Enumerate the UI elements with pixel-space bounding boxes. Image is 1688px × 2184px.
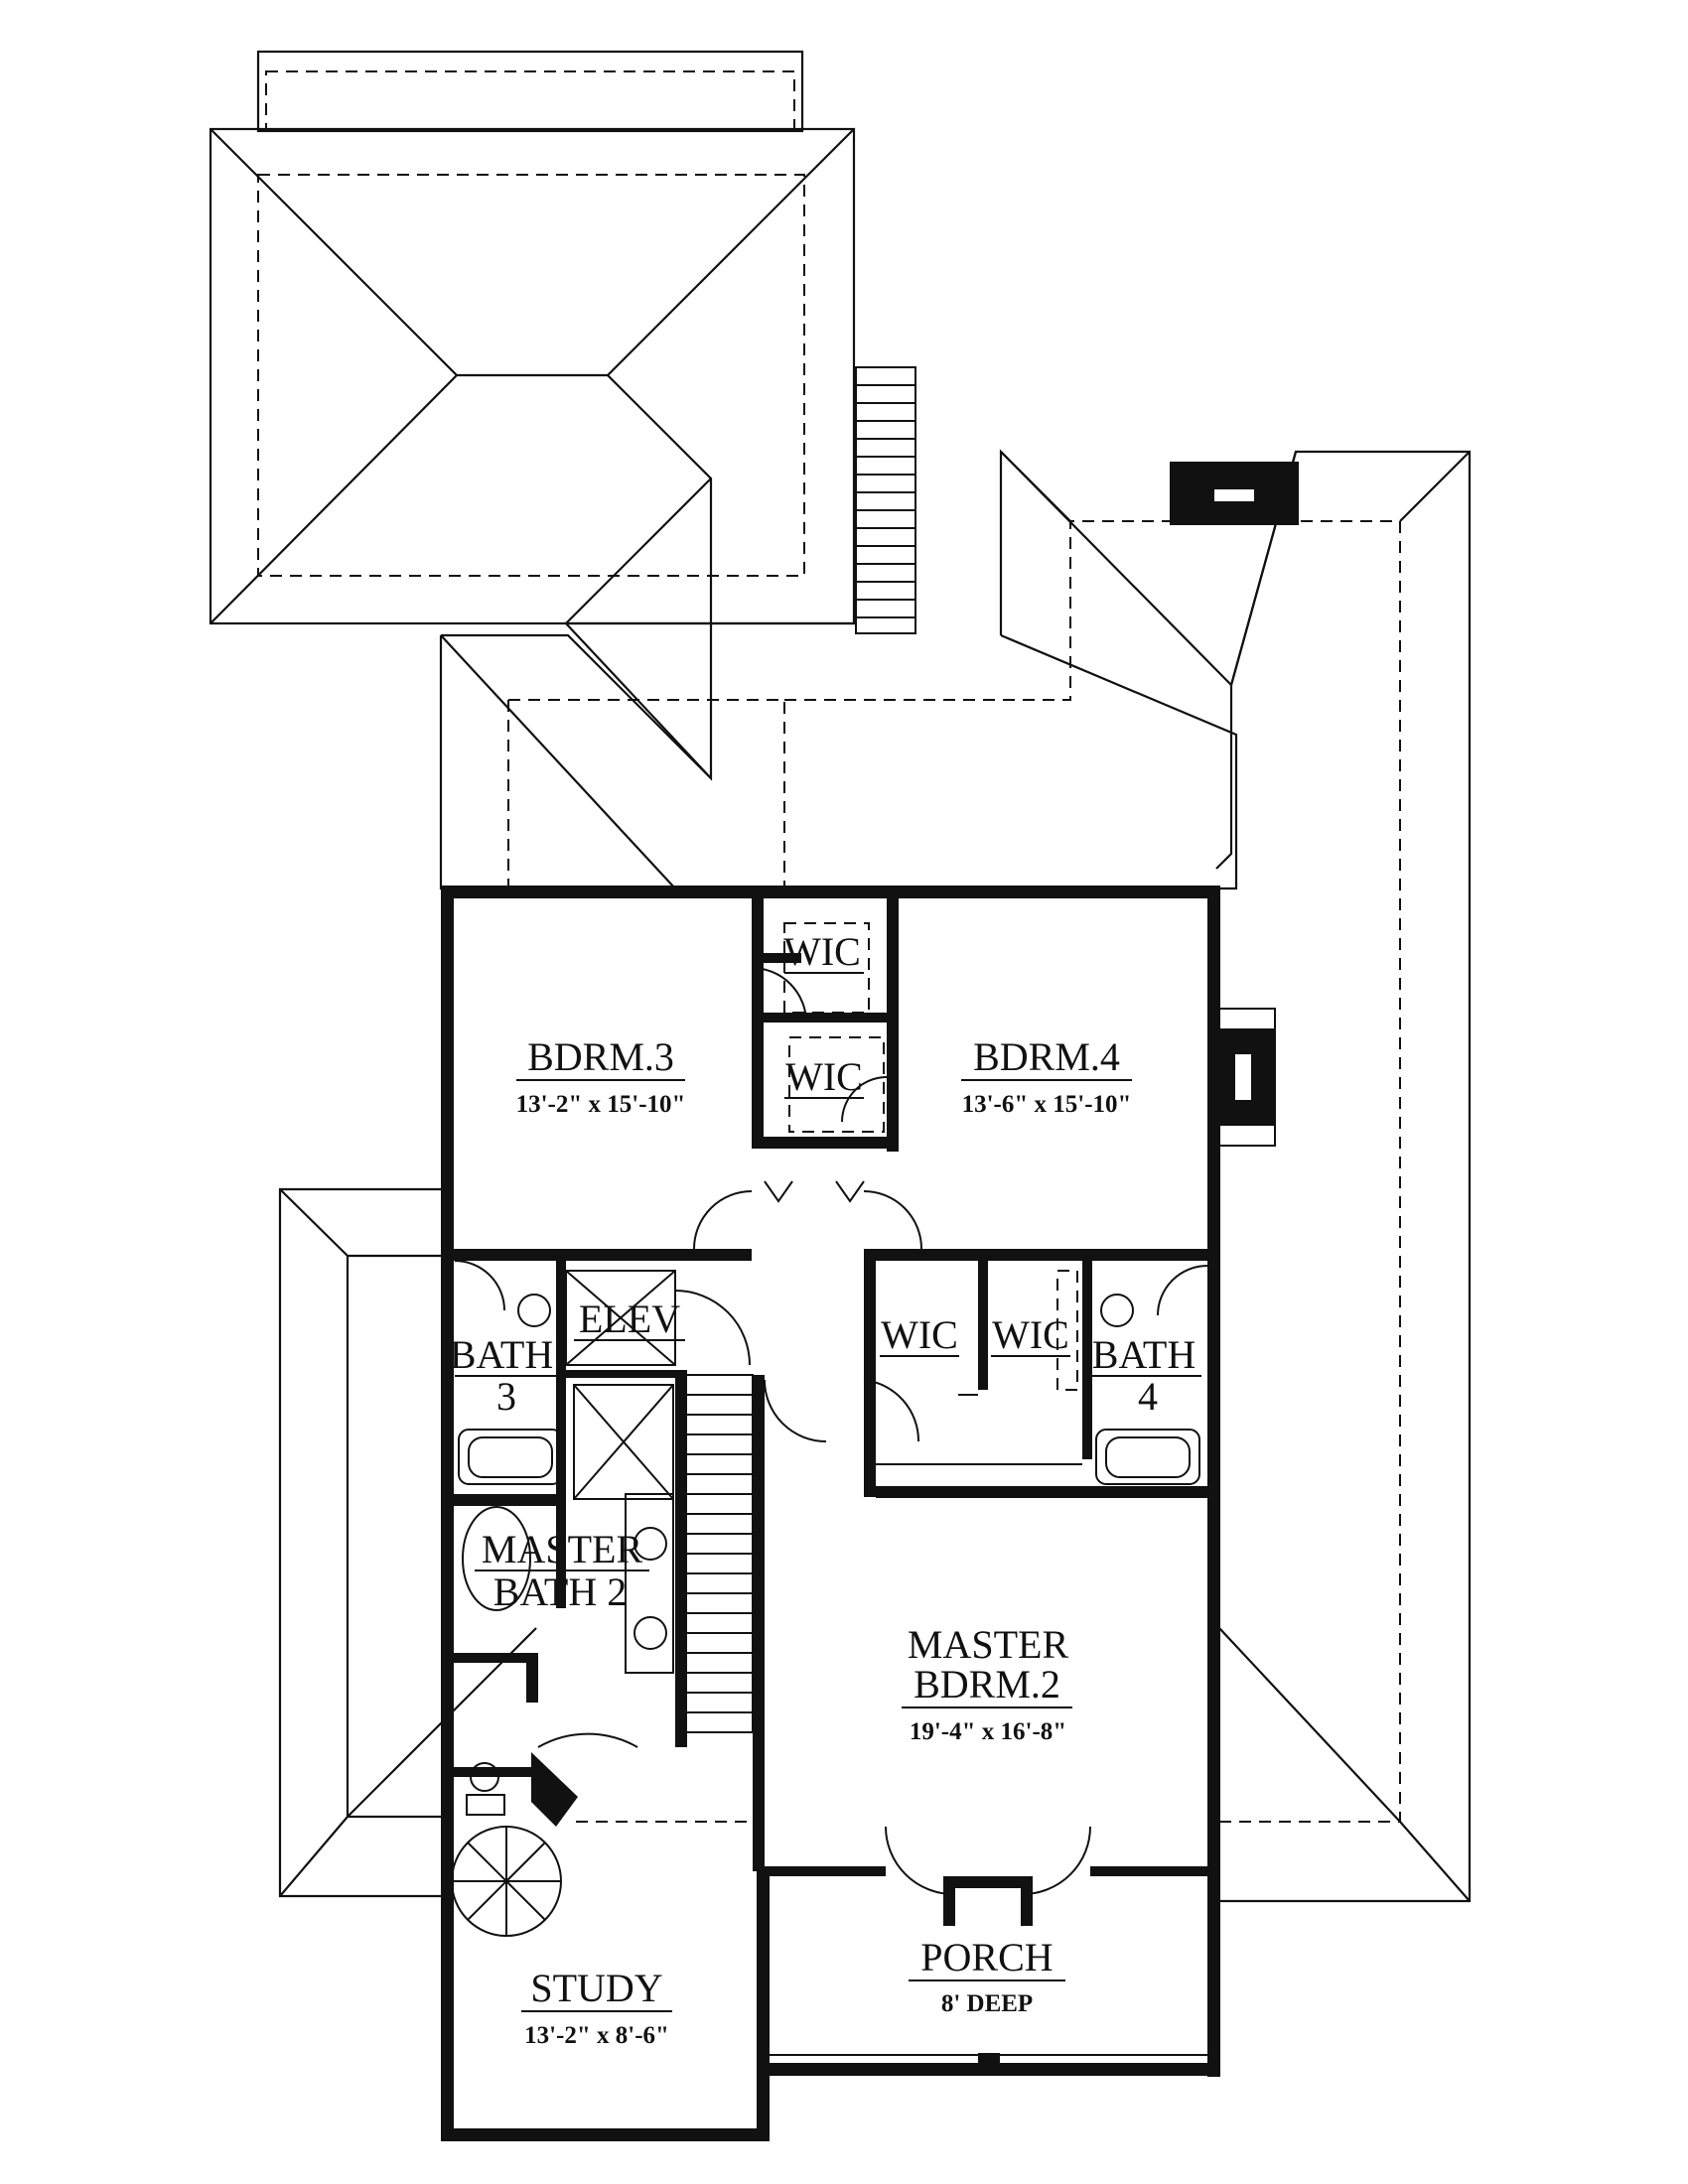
room-labels: BDRM.3 13'-2" x 15'-10" BDRM.4 13'-6" x … xyxy=(450,929,1201,2049)
bdrm4-dims: 13'-6" x 15'-10" xyxy=(962,1091,1132,1118)
exterior-stair xyxy=(855,366,916,634)
study-label: STUDY xyxy=(530,1966,662,2010)
master-bdrm-label: MASTER xyxy=(908,1622,1069,1667)
wic-label: WIC xyxy=(992,1312,1069,1357)
roof-lines xyxy=(209,50,1472,1903)
porch-label: PORCH xyxy=(920,1935,1053,1979)
master-bath-number: BATH 2 xyxy=(493,1570,627,1614)
bdrm3-dims: 13'-2" x 15'-10" xyxy=(516,1091,686,1118)
study-dims: 13'-2" x 8'-6" xyxy=(524,2022,669,2049)
bath3-number: 3 xyxy=(496,1374,516,1419)
wic-label: WIC xyxy=(783,929,861,974)
porch-dims: 8' DEEP xyxy=(941,1990,1033,2017)
wic-label: WIC xyxy=(881,1312,958,1357)
bath4-number: 4 xyxy=(1138,1374,1158,1419)
wic-label: WIC xyxy=(785,1054,863,1099)
master-bdrm-number: BDRM.2 xyxy=(914,1662,1060,1706)
bdrm3-name: BDRM.3 xyxy=(527,1034,674,1079)
master-bath-label: MASTER xyxy=(482,1527,643,1571)
walls xyxy=(441,886,1220,2141)
bath4-label: BATH xyxy=(1092,1332,1196,1377)
bath3-label: BATH xyxy=(450,1332,553,1377)
spiral-stair xyxy=(451,1826,562,1937)
bdrm4-name: BDRM.4 xyxy=(973,1034,1120,1079)
master-bdrm-dims: 19'-4" x 16'-8" xyxy=(910,1718,1066,1745)
elev-label: ELEV xyxy=(579,1297,680,1341)
fixtures xyxy=(451,922,1208,2075)
